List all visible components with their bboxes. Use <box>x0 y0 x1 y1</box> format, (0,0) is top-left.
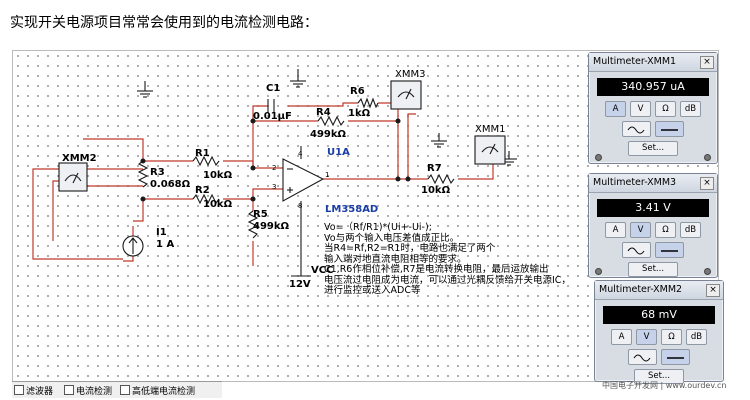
volt-button[interactable]: V <box>630 101 651 117</box>
vcc-label: VCC <box>311 265 334 276</box>
sheet-icon <box>14 385 24 395</box>
close-icon[interactable]: × <box>706 284 720 297</box>
dc-mode-button[interactable] <box>655 242 684 258</box>
close-icon[interactable]: × <box>700 177 714 190</box>
multimeter-xmm1-window[interactable]: Multimeter-XMM1 × 340.957 uA A V Ω dB Set… <box>588 52 718 164</box>
opamp-part-label: LM358AD <box>325 204 379 215</box>
tab-current-sense[interactable]: 电流检测 <box>64 384 112 397</box>
window-title: Multimeter-XMM2 <box>599 284 683 295</box>
r5-name: R5 <box>253 209 268 220</box>
ampere-button[interactable]: A <box>605 222 626 238</box>
sheet-tabs: 滤波器 电流检测 高低端电流检测 <box>12 381 222 398</box>
r1-value: 10kΩ <box>203 170 233 181</box>
r2-value: 10kΩ <box>203 199 233 210</box>
pin-2-label: 2 <box>272 164 277 172</box>
ampere-button[interactable]: A <box>605 101 626 117</box>
note-line: 输入端对地直流电阻相等的要求。 <box>324 253 467 265</box>
note-line: Vo与两个输入电压差值成正比。 <box>324 232 460 244</box>
supply-label: 12V <box>289 279 311 290</box>
meter-display: 3.41 V <box>597 199 709 217</box>
i1-name: I1 <box>156 227 167 238</box>
dc-line-icon <box>661 129 678 131</box>
volt-button[interactable]: V <box>630 222 651 238</box>
dc-mode-button[interactable] <box>661 349 690 365</box>
decibel-button[interactable]: dB <box>680 101 701 117</box>
r7-value: 10kΩ <box>421 185 451 196</box>
r3-value: 0.068Ω <box>150 179 191 190</box>
meter-display: 68 mV <box>603 306 715 324</box>
meter-display: 340.957 uA <box>597 78 709 96</box>
tab-filter[interactable]: 滤波器 <box>14 384 53 397</box>
page-heading: 实现开关电源项目常常会使用到的电流检测电路： <box>10 15 318 31</box>
note-line: 电压流过电阻成为电流，可以通过光耦反馈给开关电源IC， <box>324 274 571 286</box>
ohm-button[interactable]: Ω <box>655 101 676 117</box>
dc-mode-button[interactable] <box>655 121 684 137</box>
ac-mode-button[interactable] <box>622 242 651 258</box>
note-line: C1,R6作相位补偿,R7是电流转换电阻，最后运放输出 <box>324 264 549 275</box>
note-line: Vo=（Rf/R1)*(Ui+-Ui-); <box>324 222 432 233</box>
terminal-icon <box>595 154 602 161</box>
set-button[interactable]: Set... <box>628 141 678 156</box>
xmm2-label: XMM2 <box>62 153 97 164</box>
sine-wave-icon <box>627 247 645 255</box>
sine-wave-icon <box>627 126 645 134</box>
xmm1-label: XMM1 <box>475 124 506 135</box>
ac-mode-button[interactable] <box>628 349 657 365</box>
r2-name: R2 <box>195 185 210 196</box>
sine-wave-icon <box>633 354 651 362</box>
terminal-icon <box>595 268 602 275</box>
c1-value: 0.01μF <box>253 111 292 122</box>
xmm3-label: XMM3 <box>395 69 426 80</box>
note-line: 进行监控或送入ADC等 <box>324 285 421 296</box>
sheet-icon <box>64 385 74 395</box>
volt-button[interactable]: V <box>636 329 657 345</box>
r6-name: R6 <box>350 86 365 97</box>
c1-name: C1 <box>266 83 281 94</box>
window-title: Multimeter-XMM3 <box>593 177 677 188</box>
pin-8-label: 8 <box>298 202 303 210</box>
r4-value: 499kΩ <box>310 129 347 140</box>
tab-high-low-sense[interactable]: 高低端电流检测 <box>120 384 195 397</box>
window-titlebar[interactable]: Multimeter-XMM2 × <box>595 281 723 300</box>
multimeter-xmm2-window[interactable]: Multimeter-XMM2 × 68 mV A V Ω dB Set... <box>594 280 724 384</box>
window-title: Multimeter-XMM1 <box>593 56 677 67</box>
sheet-icon <box>120 385 130 395</box>
r1-name: R1 <box>195 148 210 159</box>
formula-note: Vo=（Rf/R1)*(Ui+-Ui-); Vo与两个输入电压差值成正比。 当R… <box>324 222 614 297</box>
pin-4-label: 4 <box>298 150 303 158</box>
dc-line-icon <box>661 250 678 252</box>
terminal-icon <box>704 268 711 275</box>
r5-value: 499kΩ <box>253 221 290 232</box>
i1-value: 1 A <box>156 239 175 250</box>
ohm-button[interactable]: Ω <box>661 329 682 345</box>
watermark: 中国电子开发网 | www.ourdev.cn <box>602 381 727 390</box>
pin-3-label: 3 <box>272 183 277 191</box>
dc-line-icon <box>667 357 684 359</box>
pin-1-label: 1 <box>325 171 330 179</box>
window-titlebar[interactable]: Multimeter-XMM1 × <box>589 53 717 72</box>
schematic-wires <box>32 69 517 277</box>
ohm-button[interactable]: Ω <box>655 222 676 238</box>
r3-name: R3 <box>150 167 165 178</box>
set-button[interactable]: Set... <box>628 262 678 277</box>
r6-value: 1kΩ <box>348 108 371 119</box>
decibel-button[interactable]: dB <box>686 329 707 345</box>
r4-name: R4 <box>316 107 331 118</box>
set-button[interactable]: Set... <box>634 369 684 384</box>
decibel-button[interactable]: dB <box>680 222 701 238</box>
close-icon[interactable]: × <box>700 56 714 69</box>
note-line: 当R4=Rf,R2=R1时，电路也满足了两个 <box>324 243 496 254</box>
ac-mode-button[interactable] <box>622 121 651 137</box>
u1a-label: U1A <box>327 147 350 158</box>
ampere-button[interactable]: A <box>611 329 632 345</box>
r7-name: R7 <box>427 163 442 174</box>
window-titlebar[interactable]: Multimeter-XMM3 × <box>589 174 717 193</box>
multimeter-xmm3-window[interactable]: Multimeter-XMM3 × 3.41 V A V Ω dB Set... <box>588 173 718 278</box>
terminal-icon <box>704 154 711 161</box>
